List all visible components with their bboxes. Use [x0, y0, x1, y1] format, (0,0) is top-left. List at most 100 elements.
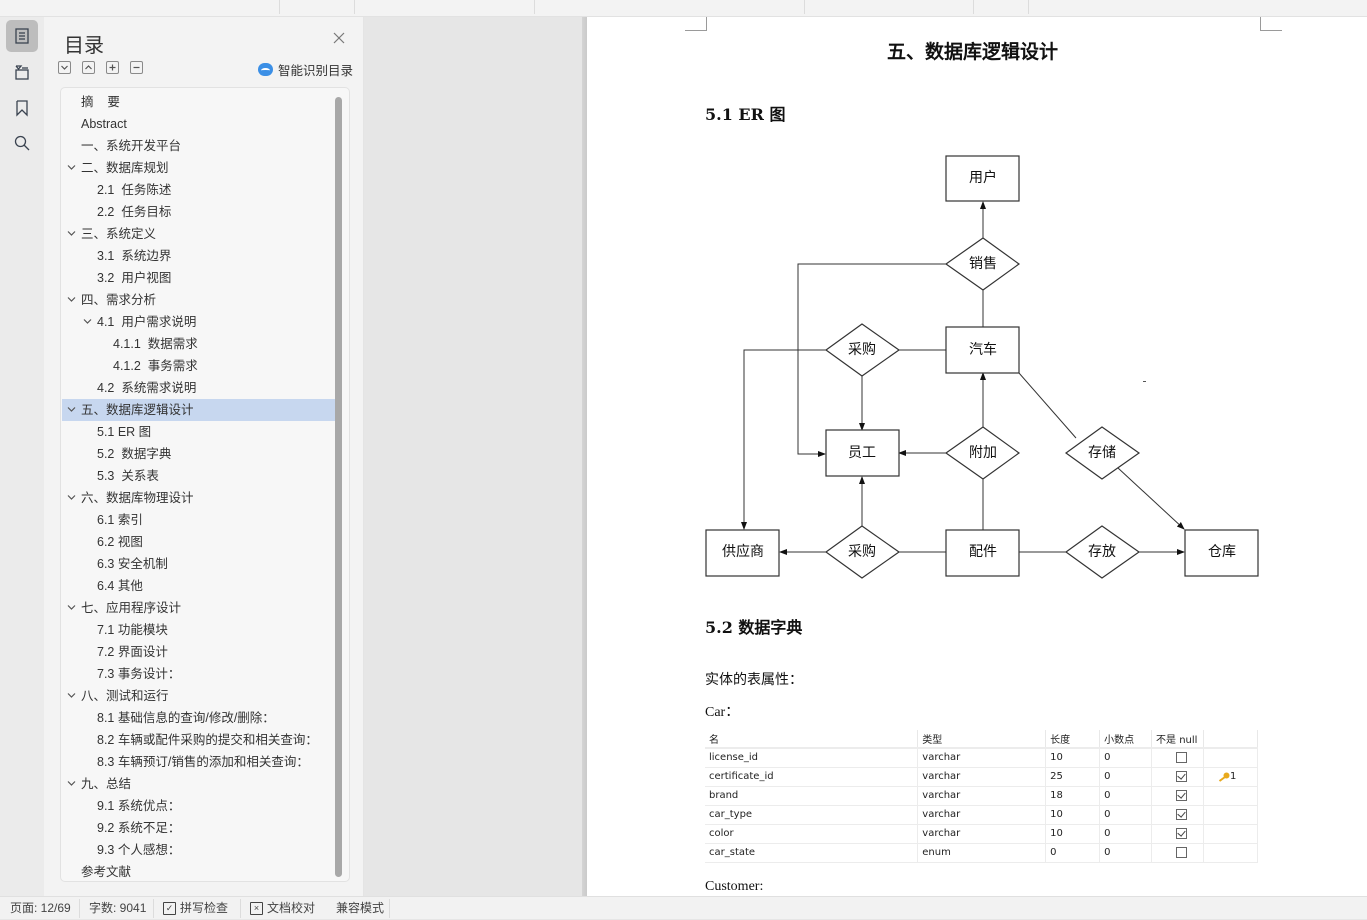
- smart-toc-label: 智能识别目录: [278, 64, 354, 78]
- toc-item[interactable]: 6.2 视图: [62, 531, 335, 553]
- toc-item[interactable]: 3.2 用户视图: [62, 267, 335, 289]
- entity-employee-label: 员工: [848, 445, 876, 461]
- toc-item[interactable]: 6.1 索引: [62, 509, 335, 531]
- toc-item[interactable]: 7.2 界面设计: [62, 641, 335, 663]
- chevron-down-icon[interactable]: [67, 230, 76, 237]
- chevron-down-icon[interactable]: [67, 604, 76, 611]
- cell-length: 10: [1045, 748, 1101, 768]
- cell-name: color: [705, 824, 919, 844]
- cell-not-null: [1151, 824, 1204, 844]
- toc-item-label: 8.1 基础信息的查询/修改/删除：: [97, 711, 275, 725]
- cell-key: [1203, 805, 1258, 825]
- toc-item-label: 6.2 视图: [97, 535, 143, 549]
- toc-item[interactable]: 9.2 系统不足：: [62, 817, 335, 839]
- chevron-down-icon[interactable]: [67, 780, 76, 787]
- chevron-down-icon[interactable]: [67, 692, 76, 699]
- spell-check-icon: ✓: [163, 902, 176, 915]
- toc-item[interactable]: 4.2 系统需求说明: [62, 377, 335, 399]
- cell-name: car_state: [705, 843, 919, 863]
- toc-rail-button[interactable]: [6, 20, 38, 52]
- toc-item[interactable]: 7.3 事务设计：: [62, 663, 335, 685]
- toc-item[interactable]: 五、数据库逻辑设计: [62, 399, 335, 421]
- toc-item[interactable]: 5.2 数据字典: [62, 443, 335, 465]
- toc-item-label: 5.1 ER 图: [97, 425, 152, 439]
- toc-item[interactable]: 三、系统定义: [62, 223, 335, 245]
- car-label: Car：: [705, 705, 740, 720]
- chevron-down-icon[interactable]: [83, 318, 92, 325]
- close-icon[interactable]: [332, 31, 346, 45]
- chevron-down-icon[interactable]: [67, 494, 76, 501]
- toc-item[interactable]: 9.3 个人感想：: [62, 839, 335, 861]
- word-count-text: 字数: 9041: [89, 901, 147, 915]
- toc-scrollbar[interactable]: [335, 97, 342, 877]
- remove-level-button[interactable]: [130, 61, 143, 74]
- toc-item[interactable]: 一、系统开发平台: [62, 135, 335, 157]
- toc-item[interactable]: 6.4 其他: [62, 575, 335, 597]
- toc-item-label: 8.3 车辆预订/销售的添加和相关查询：: [97, 755, 309, 769]
- cell-not-null: [1151, 748, 1204, 768]
- collapse-all-button[interactable]: [82, 61, 95, 74]
- chevron-down-icon[interactable]: [67, 164, 76, 171]
- not-null-checkbox: [1176, 846, 1188, 858]
- bookmark-rail-button[interactable]: [6, 92, 38, 124]
- panel-title: 目录: [64, 35, 104, 57]
- toc-item[interactable]: 2.1 任务陈述: [62, 179, 335, 201]
- entity-employee: [825, 429, 900, 477]
- toc-item[interactable]: 5.1 ER 图: [62, 421, 335, 443]
- toc-item[interactable]: 参考文献: [62, 861, 335, 881]
- toc-item[interactable]: 3.1 系统边界: [62, 245, 335, 267]
- toc-item[interactable]: 4.1.1 数据需求: [62, 333, 335, 355]
- toc-item[interactable]: 5.3 关系表: [62, 465, 335, 487]
- search-rail-button[interactable]: [6, 127, 38, 159]
- col-header-key: [1203, 730, 1258, 749]
- not-null-checkbox: [1176, 770, 1188, 782]
- col-header-decimal: 小数点: [1099, 730, 1153, 749]
- navigation-rail-button[interactable]: [6, 56, 38, 88]
- toc-item[interactable]: 4.1.2 事务需求: [62, 355, 335, 377]
- add-level-button[interactable]: [106, 61, 119, 74]
- toc-item[interactable]: 9.1 系统优点：: [62, 795, 335, 817]
- chevron-down-icon[interactable]: [67, 296, 76, 303]
- toc-item-label: 4.1 用户需求说明: [97, 315, 197, 329]
- toc-item[interactable]: 7.1 功能模块: [62, 619, 335, 641]
- toc-item[interactable]: 4.1 用户需求说明: [62, 311, 335, 333]
- page-edge: [582, 17, 588, 896]
- cell-length: 18: [1045, 786, 1101, 806]
- chevron-down-icon[interactable]: [67, 406, 76, 413]
- toc-item[interactable]: 八、测试和运行: [62, 685, 335, 707]
- toc-item[interactable]: 七、应用程序设计: [62, 597, 335, 619]
- smart-toc-button[interactable]: 智能识别目录: [258, 60, 353, 79]
- er-edge: [741, 349, 826, 530]
- toc-item[interactable]: Abstract: [62, 113, 335, 135]
- toc-item[interactable]: 8.3 车辆预订/销售的添加和相关查询：: [62, 751, 335, 773]
- doc-proof-button[interactable]: × 文档校对: [250, 897, 315, 920]
- toc-item[interactable]: 四、需求分析: [62, 289, 335, 311]
- document-page: 五、数据库逻辑设计 5.1 ER 图: [587, 17, 1367, 896]
- not-null-checkbox: [1176, 827, 1188, 839]
- compat-mode[interactable]: 兼容模式: [336, 897, 384, 920]
- toc-item-label: 3.2 用户视图: [97, 271, 172, 285]
- word-count[interactable]: 字数: 9041: [89, 897, 146, 920]
- toc-item[interactable]: 8.1 基础信息的查询/修改/删除：: [62, 707, 335, 729]
- search-icon: [14, 135, 30, 151]
- toc-item[interactable]: 摘 要: [62, 91, 335, 113]
- toc-item[interactable]: 九、总结: [62, 773, 335, 795]
- compat-mode-text: 兼容模式: [336, 901, 385, 915]
- page-indicator[interactable]: 页面: 12/69: [10, 897, 71, 920]
- expand-all-button[interactable]: [58, 61, 71, 74]
- toc-item[interactable]: 二、数据库规划: [62, 157, 335, 179]
- toc-item-label: 4.1.2 事务需求: [113, 359, 198, 373]
- cell-name: certificate_id: [705, 767, 919, 787]
- not-null-checkbox: [1176, 808, 1188, 820]
- cell-type: varchar: [917, 786, 1047, 806]
- col-header-length: 长度: [1045, 730, 1101, 749]
- toc-item[interactable]: 6.3 安全机制: [62, 553, 335, 575]
- toc-item[interactable]: 8.2 车辆或配件采购的提交和相关查询：: [62, 729, 335, 751]
- toc-item[interactable]: 2.2 任务目标: [62, 201, 335, 223]
- cell-key: [1203, 824, 1258, 844]
- spell-check-button[interactable]: ✓ 拼写检查: [163, 897, 228, 920]
- toc-item[interactable]: 六、数据库物理设计: [62, 487, 335, 509]
- toc-item-label: 6.4 其他: [97, 579, 143, 593]
- relationship-purchase-car-label: 采购: [848, 342, 876, 358]
